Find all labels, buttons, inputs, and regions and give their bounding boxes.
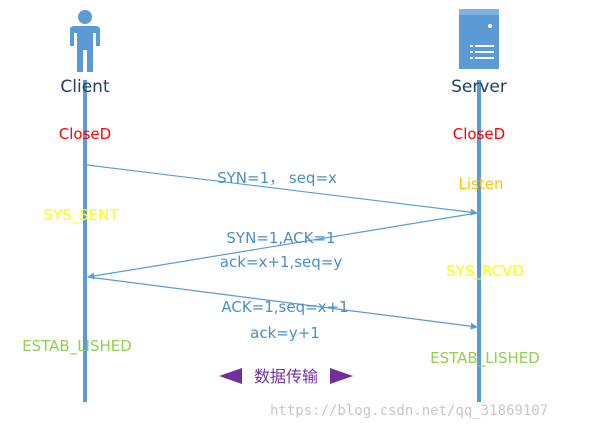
server-icon	[459, 9, 499, 69]
client-syn-sent-state: SYS_SENT	[43, 206, 119, 225]
client-label: Client	[60, 77, 110, 97]
server-syn-rcvd-state: SYS_RCVD	[446, 262, 524, 281]
arrow-right-icon	[330, 368, 353, 384]
syn-message-label: SYN=1， seq=x	[217, 169, 337, 187]
client-established-state: ESTAB_LISHED	[22, 337, 132, 356]
data-transfer-label: 数据传输	[254, 367, 318, 386]
synack-message-label-1: SYN=1,ACK=1	[226, 229, 335, 247]
server-listen-state: Listen	[459, 175, 504, 193]
watermark: https://blog.csdn.net/qq_31869107	[270, 403, 548, 419]
person-icon	[70, 10, 100, 72]
ack-arrow	[87, 276, 478, 330]
syn-arrow	[86, 164, 478, 216]
synack-message-label-2: ack=x+1,seq=y	[220, 253, 343, 271]
server-label: Server	[451, 77, 507, 97]
ack-message-label-1: ACK=1,seq=x+1	[221, 298, 348, 316]
data-transfer-arrow: 数据传输	[219, 367, 353, 386]
arrow-left-icon	[219, 368, 242, 384]
server-established-state: ESTAB_LISHED	[430, 349, 540, 368]
ack-message-label-2: ack=y+1	[250, 324, 320, 342]
server-closed-state: CloseD	[453, 125, 505, 143]
client-closed-state: CloseD	[59, 125, 111, 143]
synack-arrow	[87, 212, 478, 280]
